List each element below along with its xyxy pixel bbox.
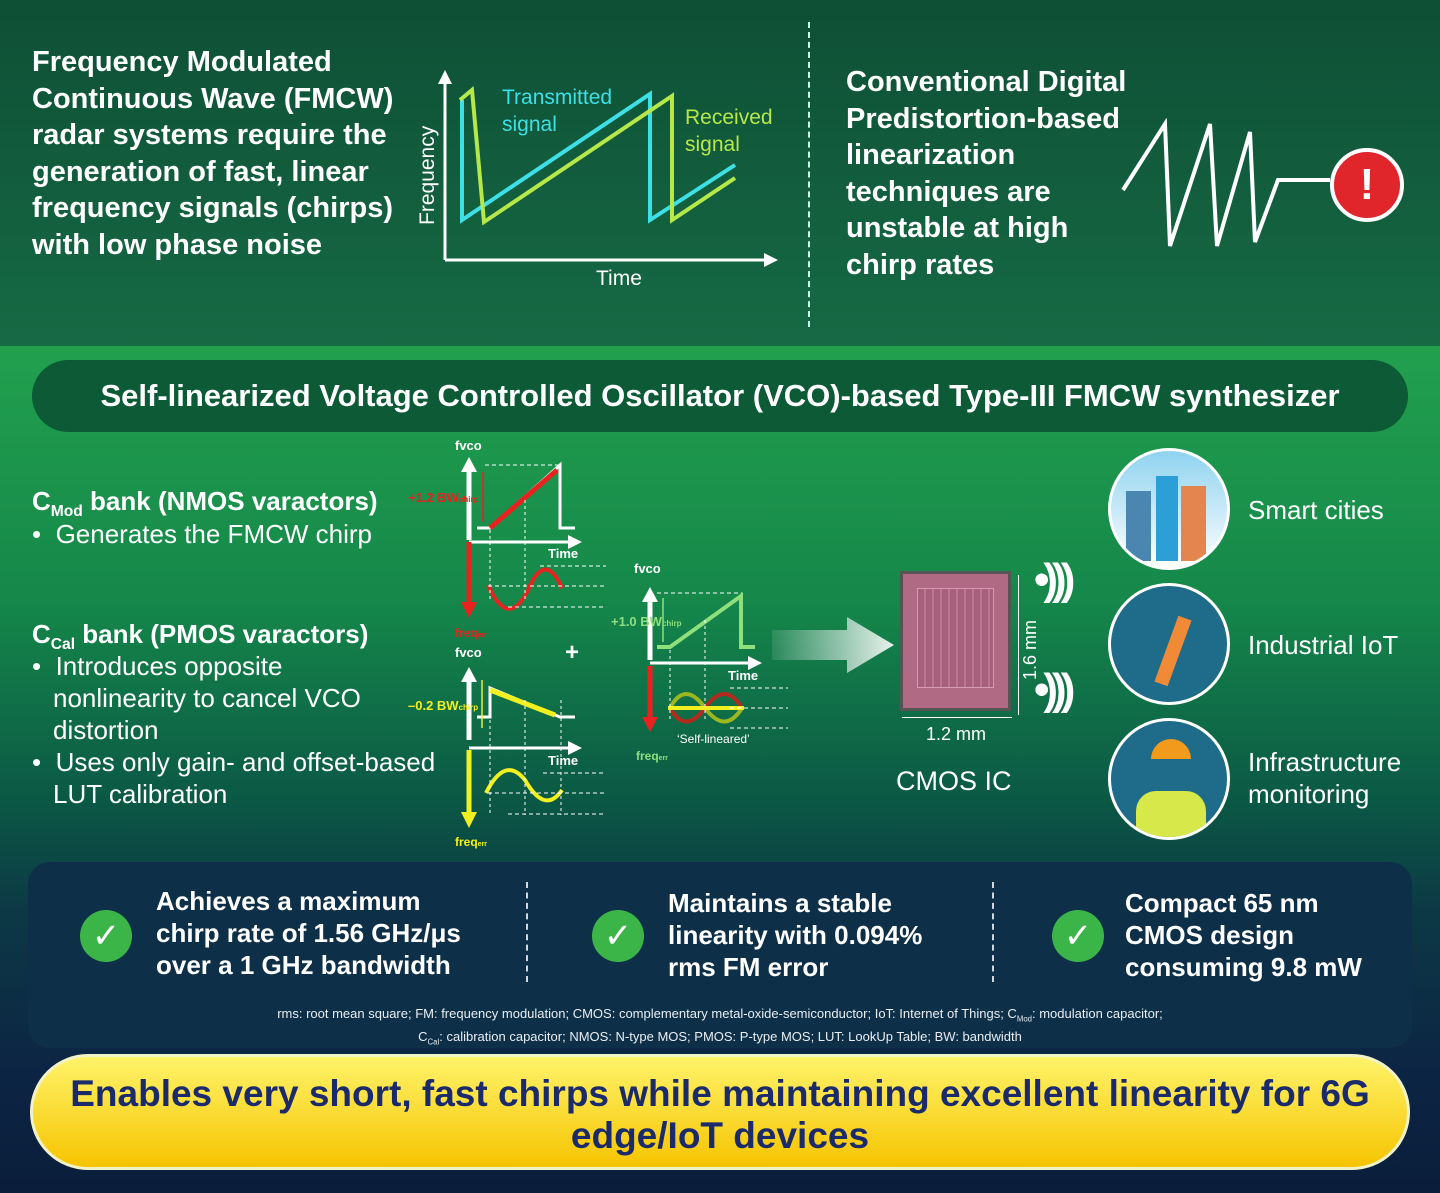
worker-icon (1108, 718, 1230, 840)
received-signal-line (458, 86, 737, 226)
svg-text:freqerr: freqerr (455, 626, 487, 640)
check-icon: ✓ (1052, 910, 1104, 962)
feature-text: Achieves a maximum chirp rate of 1.56 GH… (156, 886, 461, 980)
app-label: Industrial IoT (1248, 630, 1399, 660)
svg-text:fvco: fvco (455, 438, 482, 453)
feature-text: Maintains a stable linearity with 0.094%… (668, 888, 923, 982)
plus-sign: + (565, 639, 579, 666)
conventional-text: Conventional Digital Predistortion-based… (846, 66, 1127, 281)
height-dimension-line (1018, 575, 1019, 715)
banner-title: Self-linearized Voltage Controlled Oscil… (32, 360, 1408, 432)
app-label: Smart cities (1248, 495, 1384, 525)
result-diagram: fvco Time +1.0 BWchirp ‘Self-lineared’ f… (611, 561, 788, 763)
footnote: rms: root mean square; FM: frequency mod… (277, 1006, 1163, 1047)
warning-icon: ! (1330, 148, 1404, 222)
svg-text:–0.2 BWchirp: –0.2 BWchirp (408, 698, 478, 713)
self-linearization-diagram: fvco Time +1.2 BWchirp freqerr fvco Time… (408, 438, 788, 849)
svg-text:Time: Time (548, 753, 578, 768)
ccal-bullet: • Introduces opposite nonlinearity to ca… (32, 651, 361, 745)
features-panel (28, 862, 1412, 1048)
x-axis-label: Time (596, 267, 642, 290)
conclusion-banner: Enables very short, fast chirps while ma… (30, 1054, 1410, 1170)
city-icon (1108, 448, 1230, 570)
intro-text: Frequency Modulated Continuous Wave (FMC… (32, 46, 394, 261)
divider (992, 882, 994, 982)
transmitted-signal-line (460, 90, 737, 224)
svg-text:fvco: fvco (455, 645, 482, 660)
svg-text:freqerr: freqerr (636, 749, 668, 763)
svg-text:+1.0 BWchirp: +1.0 BWchirp (611, 614, 682, 629)
cmod-diagram: fvco Time +1.2 BWchirp freqerr (408, 438, 606, 640)
divider (526, 882, 528, 982)
feature-text: Compact 65 nm CMOS design consuming 9.8 … (1125, 888, 1362, 982)
arrow-right-icon (772, 617, 894, 673)
svg-text:‘Self-lineared’: ‘Self-lineared’ (677, 732, 750, 746)
app-label: Infrastructure monitoring (1248, 747, 1402, 809)
width-dimension-line (902, 717, 1012, 718)
fmcw-chirp-chart: Frequency Time (416, 70, 778, 290)
robot-arm-icon (1108, 583, 1230, 705)
svg-text:Time: Time (548, 546, 578, 561)
svg-text:fvco: fvco (634, 561, 661, 576)
svg-text:freqerr: freqerr (455, 835, 487, 849)
check-icon: ✓ (592, 910, 644, 962)
chip-width-label: 1.2 mm (926, 724, 987, 744)
unstable-signal-icon (1121, 118, 1330, 247)
divider (808, 22, 810, 327)
ccal-bullet: • Uses only gain- and offset-based LUT c… (32, 747, 436, 809)
svg-text:Time: Time (728, 668, 758, 683)
received-signal-label: Received signal (685, 106, 773, 156)
y-axis-label: Frequency (416, 125, 439, 225)
svg-text:+1.2 BWchirp: +1.2 BWchirp (408, 490, 479, 505)
wireless-signal-icon: •))) (1034, 665, 1075, 714)
cmos-chip-image (900, 571, 1011, 711)
chip-caption: CMOS IC (896, 766, 1012, 796)
ccal-diagram: fvco Time –0.2 BWchirp freqerr (408, 645, 606, 849)
cmod-bank-title: CMod bank (NMOS varactors) (32, 486, 378, 521)
ccal-bank-title: CCal bank (PMOS varactors) (32, 619, 369, 654)
transmitted-signal-label: Transmitted signal (502, 86, 613, 136)
wireless-signal-icon: •))) (1034, 555, 1075, 604)
cmod-bullet: • Generates the FMCW chirp (32, 519, 372, 549)
check-icon: ✓ (80, 910, 132, 962)
